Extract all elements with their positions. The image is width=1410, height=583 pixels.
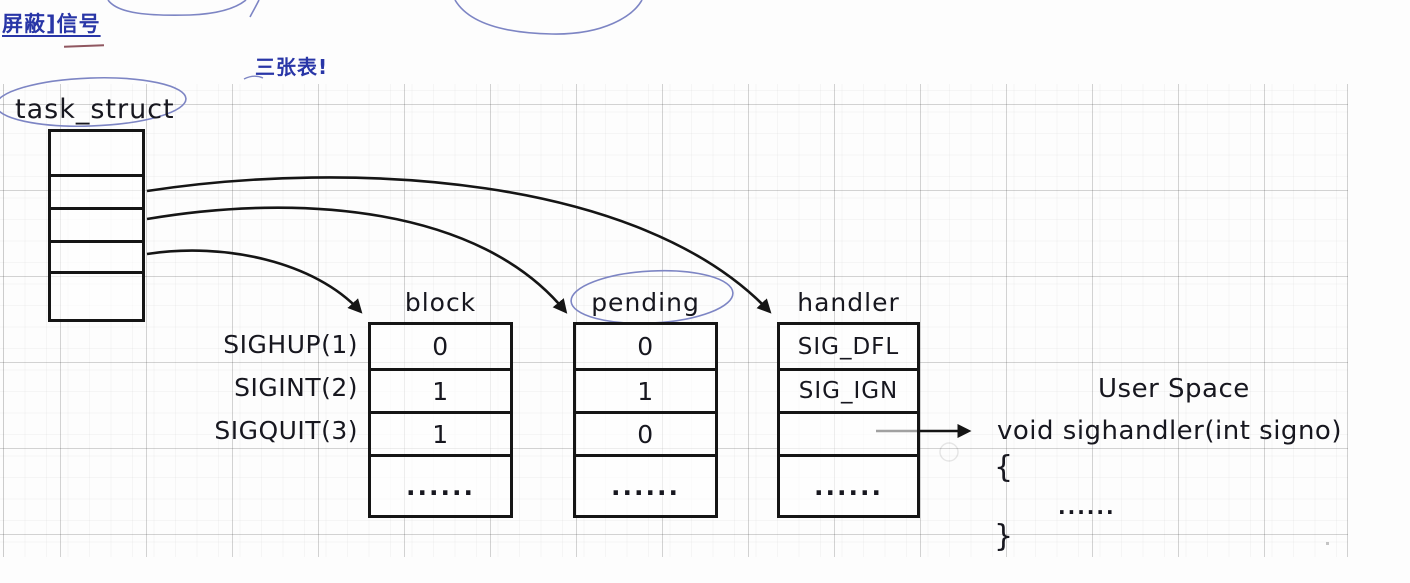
- underline-stroke: [63, 44, 105, 48]
- block-cell: 1: [371, 368, 510, 411]
- sketch-arc-top-left-icon: [107, 0, 247, 17]
- pending-table-title: pending: [591, 288, 700, 317]
- task-struct-row: [51, 174, 142, 207]
- handler-table: SIG_DFL SIG_IGN ......: [777, 322, 920, 518]
- task-struct-box: [48, 129, 145, 322]
- sketch-arc-top-middle-icon: [454, 0, 643, 35]
- function-body-dots: ......: [1058, 495, 1116, 519]
- pending-cell: ......: [576, 454, 715, 515]
- three-tables-note: 三张表!: [255, 55, 329, 79]
- pending-table: 0 1 0 ......: [573, 322, 718, 518]
- sketch-stroke-top-icon: [249, 0, 260, 18]
- block-cell: 1: [371, 411, 510, 454]
- task-struct-row: [51, 132, 142, 174]
- blocked-signal-note: 屏蔽]信号: [2, 12, 101, 36]
- pending-cell: 0: [637, 332, 654, 361]
- block-cell: ......: [371, 454, 510, 515]
- open-brace: {: [994, 450, 1014, 485]
- task-struct-row: [51, 271, 142, 319]
- user-space-title: User Space: [1098, 374, 1250, 404]
- handler-cell: SIG_DFL: [797, 333, 900, 360]
- pending-cell: 0: [576, 411, 715, 454]
- task-struct-row: [51, 240, 142, 271]
- task-struct-label: task_struct: [15, 94, 175, 125]
- block-table-title: block: [404, 288, 477, 317]
- block-cell: 0: [432, 332, 449, 361]
- handler-cell: ......: [780, 454, 917, 515]
- signal-label-sigquit: SIGQUIT(3): [214, 416, 358, 445]
- pending-cell: 1: [576, 368, 715, 411]
- handler-table-title: handler: [797, 288, 900, 317]
- sighandler-signature: void sighandler(int signo): [997, 416, 1342, 446]
- handler-cell: [780, 411, 917, 454]
- block-table: 0 1 1 ......: [368, 322, 513, 518]
- signal-label-sighup: SIGHUP(1): [223, 330, 358, 359]
- signal-label-sigint: SIGINT(2): [234, 373, 358, 402]
- handler-cell: SIG_IGN: [780, 368, 917, 411]
- close-brace: }: [994, 519, 1014, 554]
- task-struct-row: [51, 207, 142, 240]
